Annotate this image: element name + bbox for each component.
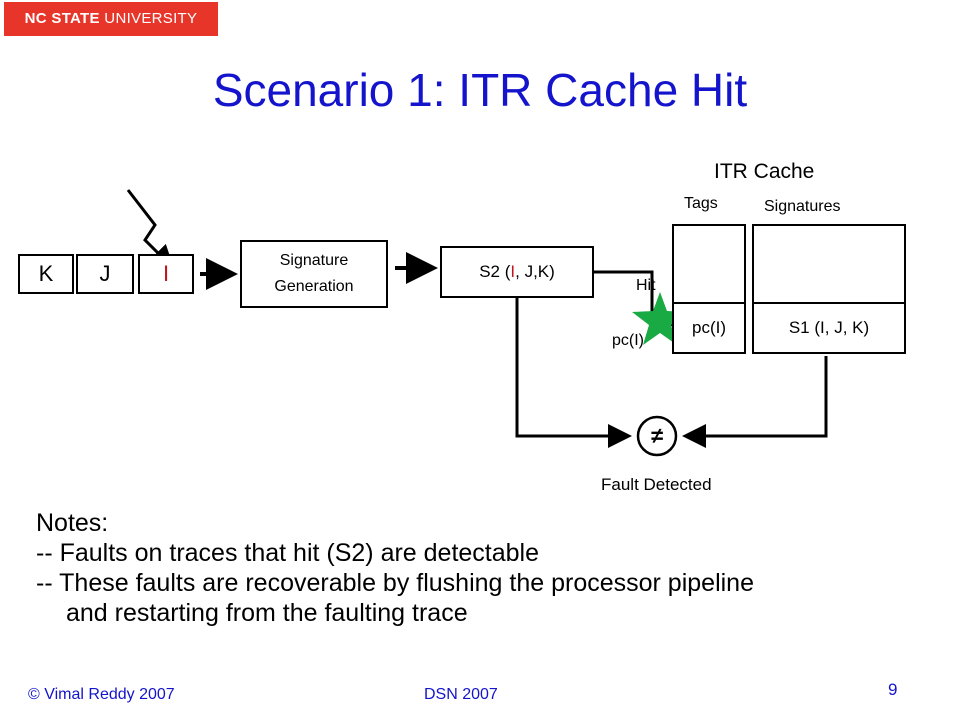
hit-label: Hit bbox=[636, 277, 656, 294]
instruction-i-faulty: I bbox=[138, 254, 194, 294]
footer-copyright: © Vimal Reddy 2007 bbox=[28, 686, 175, 703]
badge-rest: UNIVERSITY bbox=[99, 10, 198, 27]
itr-cache-title: ITR Cache bbox=[714, 160, 815, 183]
notes-heading: Notes: bbox=[36, 509, 109, 537]
siggen-line1: Signature bbox=[279, 252, 349, 269]
notes-block: Notes: -- Faults on traces that hit (S2)… bbox=[36, 508, 754, 628]
lightning-bolt-icon bbox=[126, 189, 175, 270]
signature-entry: S1 (I, J, K) bbox=[752, 302, 906, 354]
slide-title: Scenario 1: ITR Cache Hit bbox=[212, 64, 748, 116]
s1-to-compare-line bbox=[682, 356, 828, 448]
footer-conference: DSN 2007 bbox=[424, 686, 498, 703]
tag-entry: pc(I) bbox=[672, 302, 746, 354]
s2-to-compare-line bbox=[515, 298, 632, 448]
comparator-circle bbox=[636, 415, 678, 457]
signature-generation-box: Signature Generation bbox=[240, 240, 388, 308]
university-badge: NC STATE UNIVERSITY bbox=[4, 2, 218, 36]
s2-signature-box: S2 (I, J, K) bbox=[440, 246, 594, 298]
badge-bold: NC STATE bbox=[24, 10, 100, 27]
notes-line1: -- Faults on traces that hit (S2) are de… bbox=[36, 539, 540, 567]
signatures-column-top bbox=[752, 224, 906, 304]
s2-k: K) bbox=[537, 262, 555, 281]
siggen-line2: Generation bbox=[274, 278, 354, 295]
notes-line2: -- These faults are recoverable by flush… bbox=[36, 569, 754, 597]
hit-star-icon bbox=[632, 292, 688, 345]
tags-label: Tags bbox=[684, 195, 718, 212]
s2-prefix: S2 ( bbox=[479, 262, 511, 281]
instruction-k: K bbox=[18, 254, 74, 294]
page-number: 9 bbox=[888, 680, 898, 699]
fault-detected-label: Fault Detected bbox=[601, 475, 712, 494]
signatures-label: Signatures bbox=[764, 198, 841, 215]
tags-column-top bbox=[672, 224, 746, 304]
pc-label: pc(I) bbox=[612, 332, 644, 349]
instruction-j: J bbox=[76, 254, 134, 294]
s2-j: , J, bbox=[515, 262, 538, 281]
not-equal-symbol: ≠ bbox=[650, 423, 664, 448]
notes-line3: and restarting from the faulting trace bbox=[66, 599, 468, 627]
s2-faulty-i: I bbox=[510, 262, 516, 281]
